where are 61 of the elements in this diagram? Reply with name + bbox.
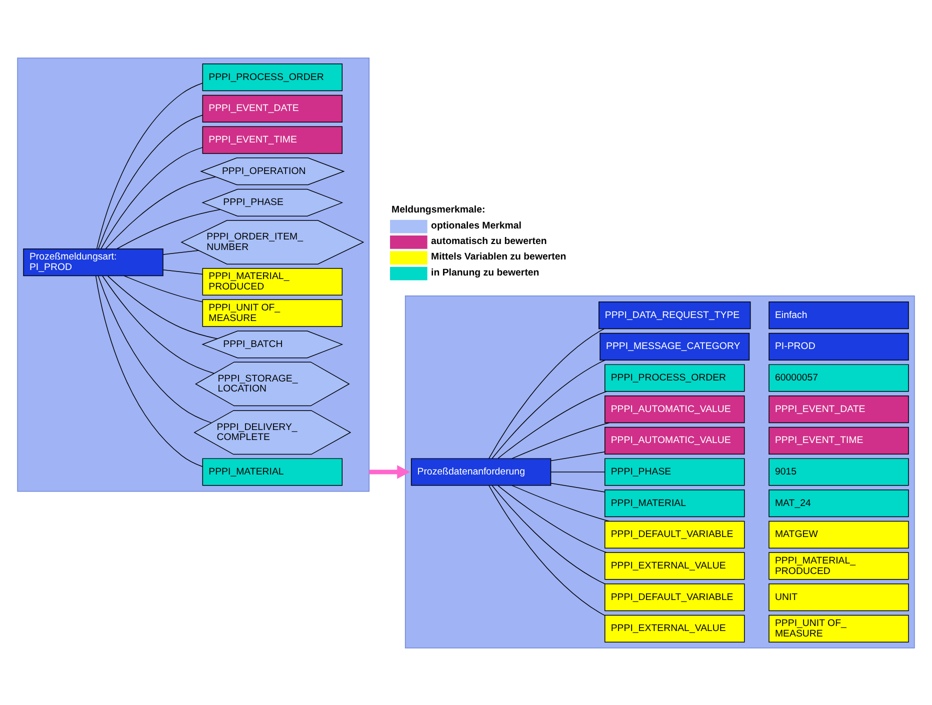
node-box: PPPI_EVENT_DATE <box>768 395 909 423</box>
connector <box>98 275 212 423</box>
node-box: Prozeßdatenanforderung <box>410 458 552 486</box>
connector <box>102 275 214 374</box>
connector <box>550 471 606 472</box>
node-box: 60000057 <box>768 364 909 392</box>
node-box: PPPI_MATERIAL <box>604 489 745 517</box>
legend-label: Mittels Variablen zu bewerten <box>431 251 566 262</box>
node-box: PPPI_MATERIAL_ PRODUCED <box>768 552 909 580</box>
cluster <box>404 295 915 648</box>
node-box: PPPI_EVENT_TIME <box>202 126 343 154</box>
node-box: MAT_24 <box>768 489 909 517</box>
connector <box>96 82 203 249</box>
node-box: PPPI_MATERIAL_ PRODUCED <box>202 267 343 296</box>
connector <box>98 114 203 249</box>
node-box: Einfach <box>768 301 909 329</box>
node-box: PPPI_PHASE <box>604 458 745 486</box>
connector <box>498 390 607 458</box>
connector <box>488 328 605 458</box>
connector <box>105 176 216 249</box>
node-box: PPPI_EVENT_DATE <box>202 94 343 122</box>
node-box: PPPI_DEFAULT_VARIABLE <box>604 520 745 548</box>
node-box: PPPI_UNIT OF_ MEASURE <box>768 614 909 642</box>
legend-label: automatisch zu bewerten <box>431 236 547 247</box>
node-box: PPPI_UNIT OF_ MEASURE <box>202 298 343 326</box>
node-box: PPPI_MATERIAL <box>202 458 343 486</box>
connector <box>498 484 607 552</box>
node-box: PPPI_DATA_REQUEST_TYPE <box>598 301 751 329</box>
legend-label: optionales Merkmal <box>431 220 522 231</box>
node-box: PI-PROD <box>768 332 909 360</box>
node-box: MATGEW <box>768 520 909 548</box>
arrow <box>369 464 410 478</box>
connector <box>492 359 606 458</box>
connector <box>116 208 221 249</box>
connector <box>492 484 606 584</box>
connector <box>107 275 218 339</box>
connector <box>488 484 605 616</box>
node-box: PPPI_MESSAGE_CATEGORY <box>600 332 750 360</box>
node-box: PPPI_PROCESS_ORDER <box>604 364 745 392</box>
cluster <box>17 57 370 492</box>
node-box: 9015 <box>768 458 909 486</box>
connector <box>162 269 204 274</box>
connector <box>512 484 610 522</box>
node-box: Prozeßmeldungsart: PI_PROD <box>23 248 164 276</box>
label: Meldungsmerkmale: <box>392 204 486 216</box>
connector <box>95 275 203 466</box>
node-box: PPPI_EVENT_TIME <box>768 426 909 454</box>
legend-label: in Planung zu bewerten <box>431 266 540 278</box>
node-box: UNIT <box>768 583 909 611</box>
connector <box>124 274 203 302</box>
node-box: PPPI_DEFAULT_VARIABLE <box>604 583 745 611</box>
node-box: PPPI_EXTERNAL_VALUE <box>604 614 745 642</box>
node-box: PPPI_AUTOMATIC_VALUE <box>604 426 745 454</box>
connector <box>512 422 610 458</box>
connector <box>100 146 203 249</box>
connector <box>550 482 606 492</box>
node-box: PPPI_AUTOMATIC_VALUE <box>604 395 745 423</box>
connector <box>162 250 199 254</box>
connector <box>550 451 606 461</box>
node-box: PPPI_PROCESS_ORDER <box>202 63 343 91</box>
node-box: PPPI_EXTERNAL_VALUE <box>604 552 745 580</box>
